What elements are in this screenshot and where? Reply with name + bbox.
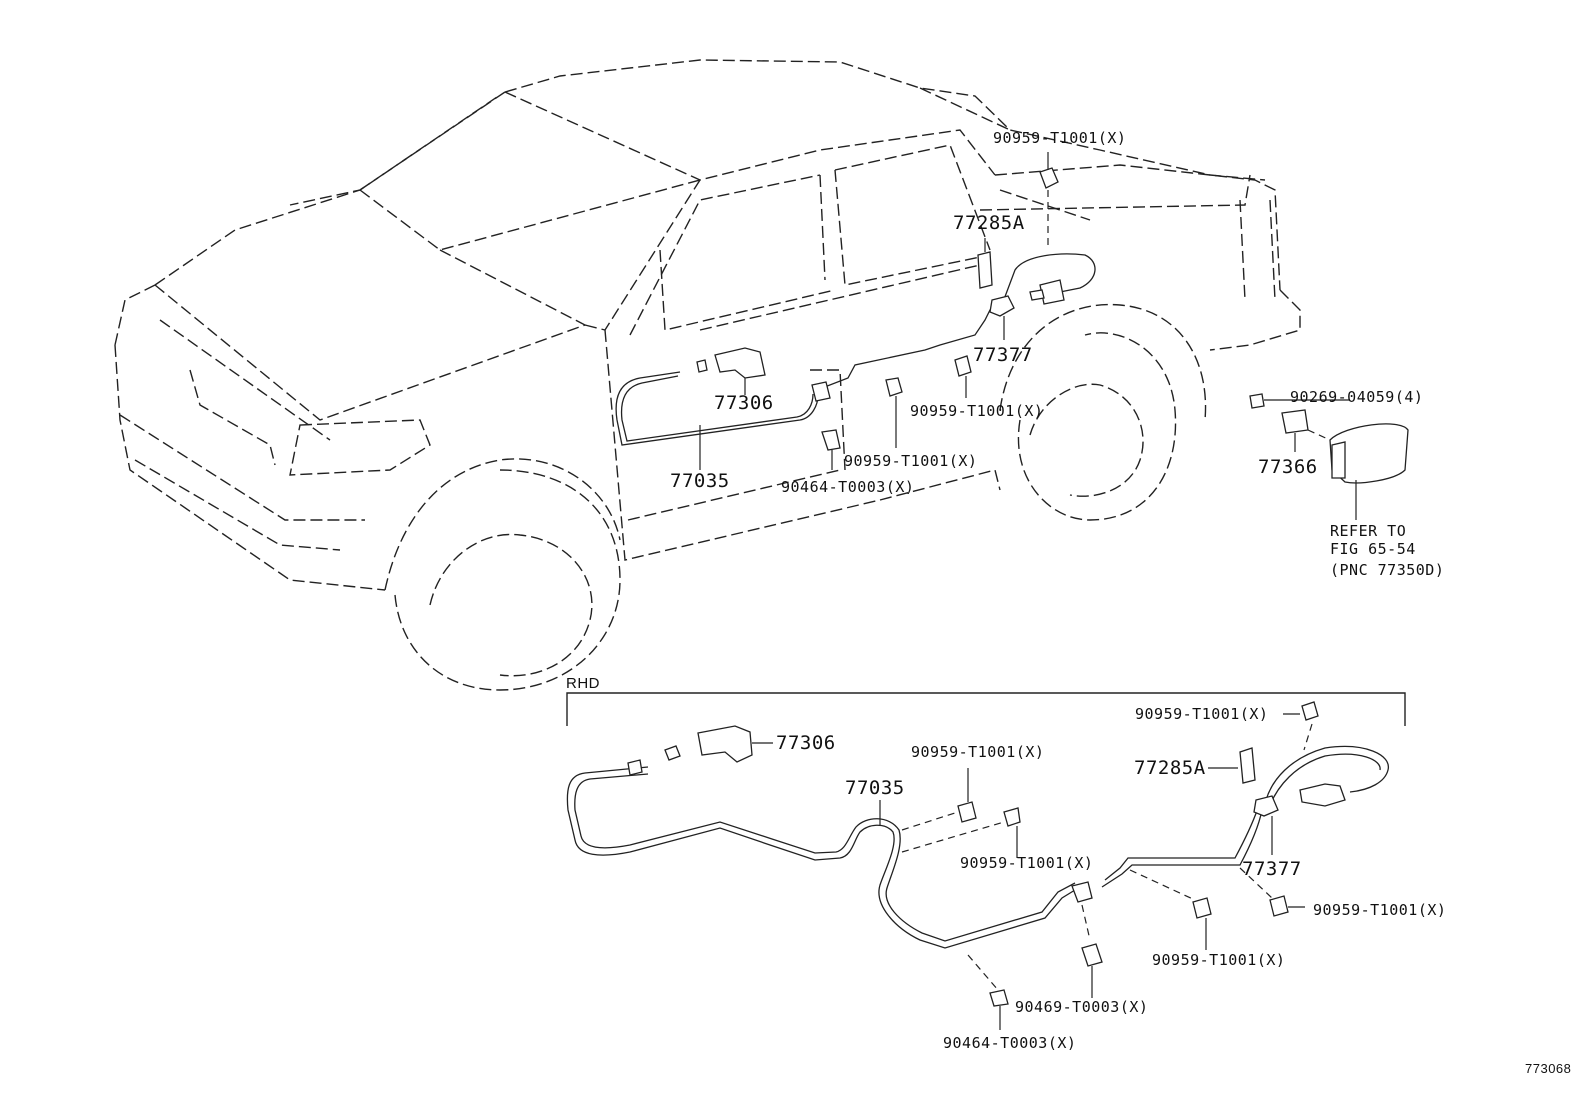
upper-cable-assembly [615,152,1096,470]
label-rhd-cable-end-77377: 77377 [1242,858,1302,880]
label-refer-line-3: (PNC 77350D) [1330,561,1445,579]
label-rhd-clamp-90464: 90464-T0003(X) [943,1034,1077,1052]
fuel-lid-group [1249,393,1409,520]
label-clip-low: 90959-T1001(X) [844,452,978,470]
label-rhd-clip-a: 90959-T1001(X) [911,743,1045,761]
label-rhd-clamp-90469: 90469-T0003(X) [1015,998,1149,1016]
truck-outline [114,59,1301,691]
rhd-section [566,692,1406,1030]
label-rhd-clip-right: 90959-T1001(X) [1313,901,1447,919]
label-rhd-bracket-77285a: 77285A [1134,757,1206,779]
label-refer-line-2: FIG 65-54 [1330,540,1416,558]
label-refer-line-1: REFER TO [1330,522,1407,540]
diagram-id: 773068 [1525,1061,1572,1076]
label-clip-mid: 90959-T1001(X) [910,402,1044,420]
label-opener-77306: 77306 [714,392,774,414]
label-rhd-cable-77035: 77035 [845,777,905,799]
label-section-rhd: RHD [566,675,600,692]
label-lid-hinge-77366: 77366 [1258,456,1318,478]
label-rhd-clip-b: 90959-T1001(X) [960,854,1094,872]
label-rhd-clip-top: 90959-T1001(X) [1135,705,1269,723]
label-rhd-clip-c: 90959-T1001(X) [1152,951,1286,969]
label-screw-90269: 90269-04059(4) [1290,388,1424,406]
label-cable-end-77377: 77377 [973,344,1033,366]
label-cable-77035: 77035 [670,470,730,492]
label-bracket-77285a: 77285A [953,212,1025,234]
label-clip-top: 90959-T1001(X) [993,129,1127,147]
label-rhd-opener-77306: 77306 [776,732,836,754]
label-clamp-90464: 90464-T0003(X) [781,478,915,496]
